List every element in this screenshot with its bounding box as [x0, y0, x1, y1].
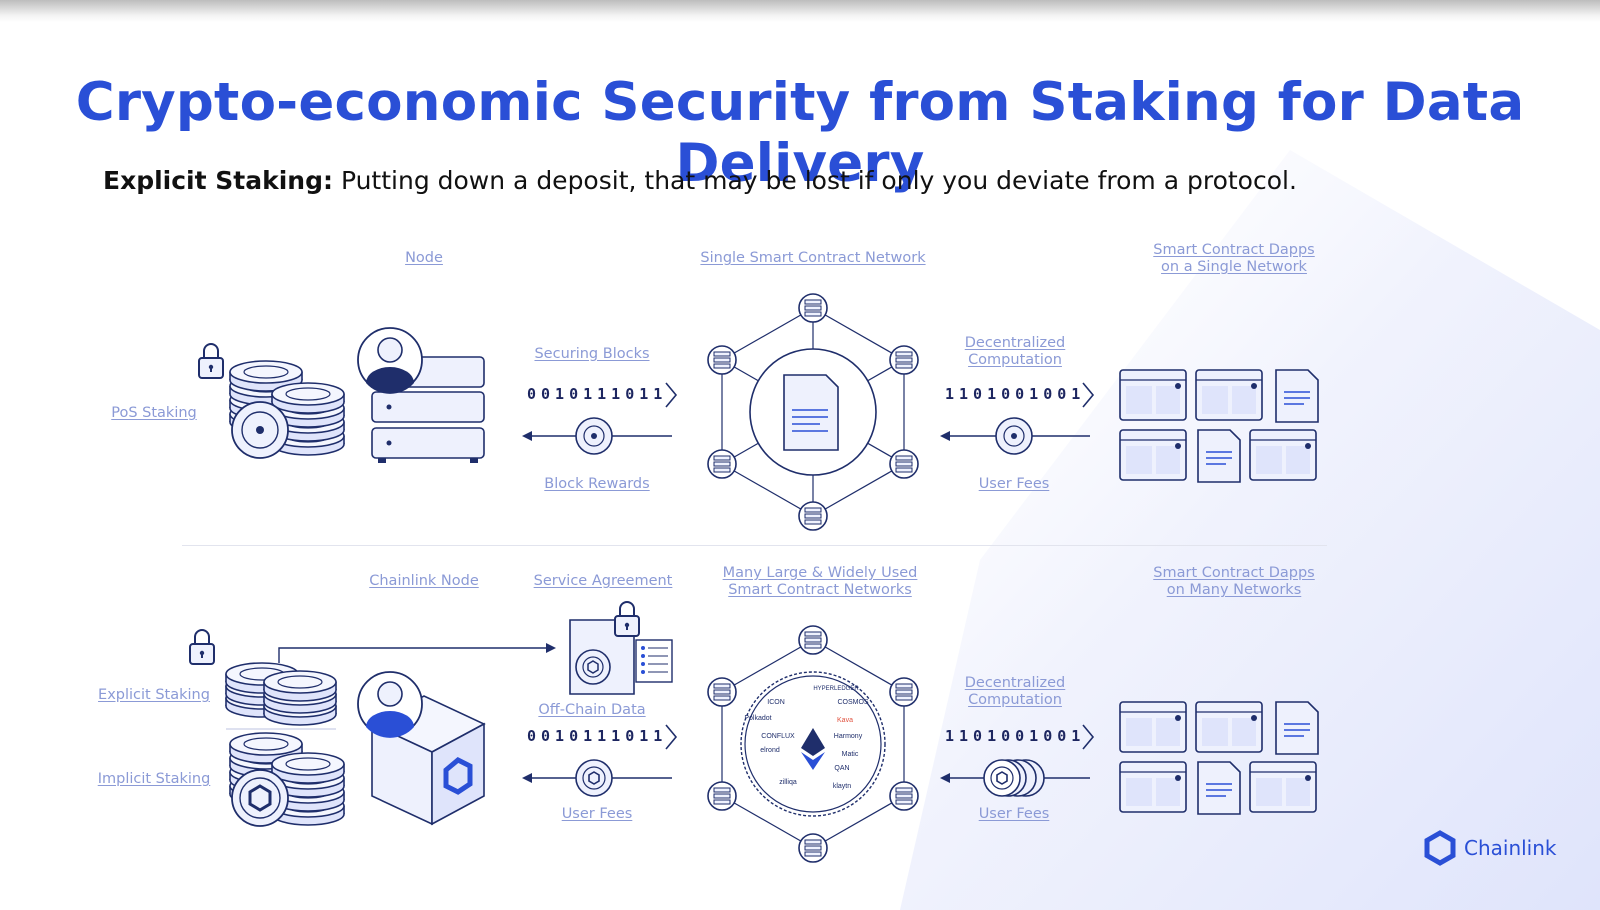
bottom-bits-left: 0010111011	[527, 727, 668, 745]
implicit-staking-label[interactable]: Implicit Staking	[97, 771, 211, 787]
single-dapps-grid-icon	[1119, 369, 1319, 483]
pos-lock-icon	[198, 343, 224, 379]
bottom-bits-right: 1101001001	[945, 727, 1086, 745]
block-rewards-label[interactable]: Block Rewards	[544, 476, 650, 492]
network-logo: klaytn	[833, 783, 851, 790]
many-dapps-line2: on Many Networks	[1166, 582, 1302, 598]
top-shadow-bar	[0, 0, 1600, 22]
chainlink-node-label[interactable]: Chainlink Node	[369, 573, 479, 589]
single-dapps-line2: on a Single Network	[1161, 259, 1307, 275]
top-bits-right: 1101001001	[945, 385, 1086, 403]
off-chain-data-label[interactable]: Off-Chain Data	[538, 702, 646, 718]
network-logo: COSMOS	[837, 699, 868, 706]
bottom-dc-line1: Decentralized	[964, 675, 1066, 691]
service-agreement-doc-icon	[569, 619, 673, 695]
many-networks-icon	[707, 625, 919, 863]
chainlink-node-cube-icon	[370, 695, 486, 826]
network-logo: Kava	[837, 717, 853, 724]
row-divider	[182, 545, 1327, 546]
many-networks-line1: Many Large & Widely Used	[722, 565, 918, 581]
chainlink-logo-icon	[1424, 830, 1456, 866]
network-logos: HYPERLEDGER ICON COSMOS Polkadot KavaCONFLUX…	[744, 686, 869, 790]
top-bits-left: 0010111011	[527, 385, 668, 403]
bottom-right-chevron-icon	[1082, 724, 1095, 750]
chainlink-brand: Chainlink	[1424, 830, 1557, 866]
network-logo: QAN	[834, 765, 849, 772]
subtitle-bold: Explicit Staking:	[103, 166, 333, 195]
network-logo: Polkadot	[744, 715, 771, 722]
securing-blocks-label[interactable]: Securing Blocks	[534, 346, 650, 362]
network-logo: zilliqa	[779, 779, 797, 786]
network-logo: CONFLUX	[761, 733, 795, 740]
top-dc-line2: Computation	[968, 352, 1062, 368]
implicit-coin-stack-icon	[229, 732, 345, 827]
top-left-chevron-icon	[665, 382, 678, 408]
subtitle-text: Putting down a deposit, that may be lost…	[340, 166, 1297, 195]
top-user-fees-label[interactable]: User Fees	[978, 476, 1050, 492]
pos-staking-label[interactable]: PoS Staking	[111, 405, 197, 421]
subtitle: Explicit Staking: Putting down a deposit…	[103, 166, 1297, 195]
many-dapps-grid-icon	[1119, 701, 1319, 815]
single-dapps-line1: Smart Contract Dapps	[1153, 242, 1315, 258]
bottom-user-fees-left-label[interactable]: User Fees	[561, 806, 633, 822]
brand-name: Chainlink	[1464, 836, 1557, 860]
node-label[interactable]: Node	[405, 250, 443, 266]
page-title: Crypto-economic Security from Staking fo…	[75, 72, 1525, 194]
service-agreement-label[interactable]: Service Agreement	[533, 573, 673, 589]
bottom-user-fees-right-label[interactable]: User Fees	[978, 806, 1050, 822]
top-user-avatar-icon	[357, 327, 423, 394]
network-logo: Harmony	[834, 733, 863, 740]
bottom-left-chevron-icon	[665, 724, 678, 750]
network-logo: Matic	[842, 751, 859, 758]
explicit-coin-stack-icon	[225, 662, 337, 726]
bottom-left-link-token-icon	[575, 759, 613, 797]
top-left-token-icon	[575, 417, 613, 455]
pos-coin-stack-icon	[229, 360, 345, 459]
network-logo: HYPERLEDGER	[813, 686, 859, 692]
many-dapps-line1: Smart Contract Dapps	[1153, 565, 1315, 581]
network-logo: ICON	[767, 699, 785, 706]
many-networks-line2: Smart Contract Networks	[728, 582, 912, 598]
single-network-label[interactable]: Single Smart Contract Network	[700, 250, 926, 266]
explicit-staking-label[interactable]: Explicit Staking	[98, 687, 210, 703]
server-node-icon	[371, 356, 485, 463]
explicit-lock-icon	[189, 629, 215, 665]
top-right-token-icon	[995, 417, 1033, 455]
service-agreement-lock-icon	[614, 601, 640, 637]
bottom-dc-line2: Computation	[968, 692, 1062, 708]
top-right-chevron-icon	[1082, 382, 1095, 408]
network-logo: elrond	[760, 747, 780, 754]
explicit-stake-arrow	[278, 647, 548, 663]
top-dc-line1: Decentralized	[964, 335, 1066, 351]
chainlink-node-avatar-icon	[357, 671, 423, 738]
bottom-right-token-stack-icon	[983, 759, 1045, 797]
single-network-icon	[707, 293, 919, 531]
